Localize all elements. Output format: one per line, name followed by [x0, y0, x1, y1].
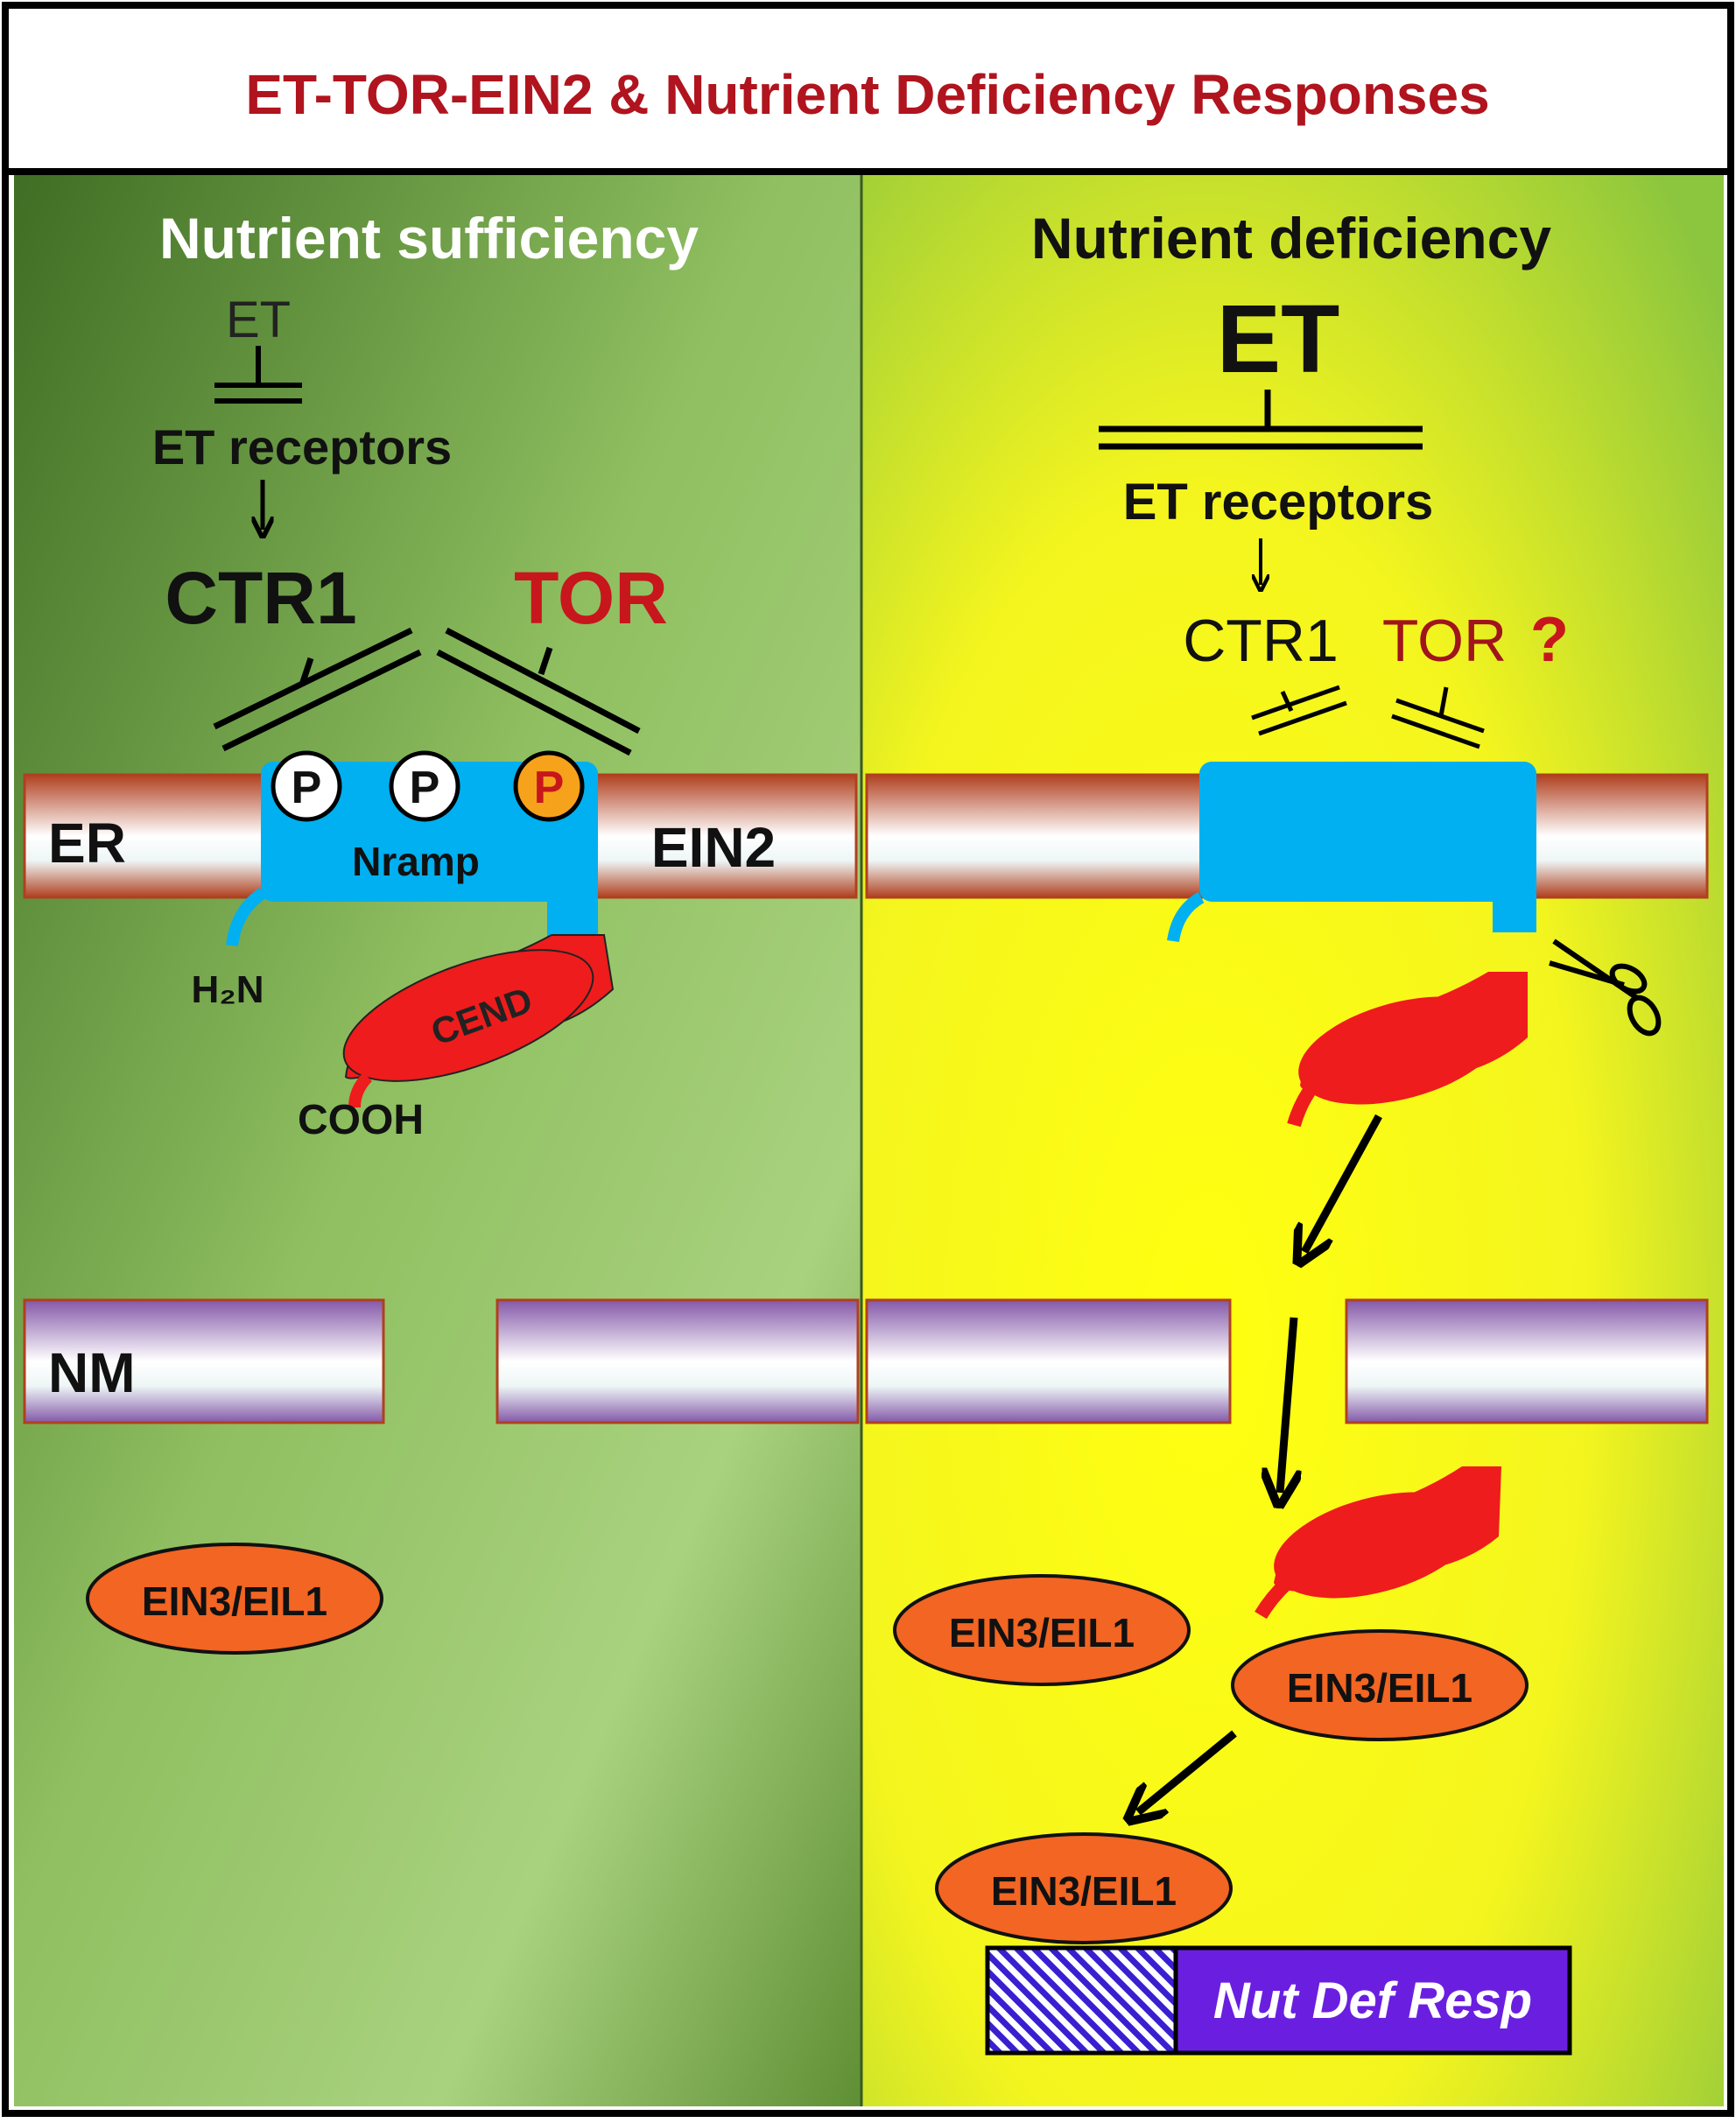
- right-question-mark: ?: [1530, 605, 1569, 675]
- scissors-icon: [1549, 938, 1662, 1037]
- diagram-title: ET-TOR-EIN2 & Nutrient Deficiency Respon…: [245, 63, 1489, 126]
- nut-def-resp-gene: Nut Def Resp: [985, 1945, 1572, 2056]
- svg-text:EIN3/EIL1: EIN3/EIL1: [142, 1578, 327, 1624]
- ctr1-inhibition-bar: [213, 627, 422, 752]
- cend-domain: [342, 934, 615, 1108]
- svg-text:P: P: [292, 763, 322, 813]
- left-ctr1: CTR1: [165, 557, 356, 639]
- svg-text:EIN3/EIL1: EIN3/EIL1: [949, 1610, 1135, 1656]
- ein2-label: EIN2: [651, 816, 776, 879]
- left-ein3-eil1: EIN3/EIL1: [86, 1543, 383, 1655]
- nut-def-resp-box: [1173, 1945, 1572, 2056]
- right-tor-inhibition: [1391, 686, 1485, 749]
- ein3-to-promoter-arrow: [1138, 1730, 1237, 1812]
- left-heading: Nutrient sufficiency: [159, 206, 699, 271]
- phospho-circle-3: P: [513, 750, 585, 822]
- left-et-label: ET: [226, 292, 291, 348]
- left-ein2-protein: [226, 762, 598, 947]
- svg-text:P: P: [410, 763, 440, 813]
- right-ctr1: CTR1: [1183, 608, 1339, 674]
- cooh-label: COOH: [298, 1097, 424, 1143]
- tor-inhibition-bar: [436, 627, 641, 756]
- phospho-circle-1: P: [271, 750, 342, 822]
- cend-translocation-arrow-1: [1304, 1114, 1382, 1252]
- right-ein3-eil1-2: EIN3/EIL1: [1231, 1629, 1529, 1741]
- right-ctr1-inhibition: [1251, 685, 1347, 736]
- right-nm-segment-1: [865, 1298, 1232, 1424]
- nm-label: NM: [48, 1341, 136, 1404]
- h2n-label: H₂N: [191, 968, 264, 1011]
- right-ein2-protein: [1167, 762, 1536, 943]
- right-ein3-eil1-1: EIN3/EIL1: [893, 1574, 1191, 1686]
- er-label: ER: [48, 812, 126, 875]
- left-panel-background: [14, 175, 861, 2106]
- svg-text:EIN3/EIL1: EIN3/EIL1: [991, 1868, 1177, 1914]
- left-et-receptors: ET receptors: [152, 419, 452, 475]
- cleaved-cend-2: [1255, 1466, 1501, 1620]
- right-et-inhibition: [1099, 390, 1423, 450]
- right-ein3-eil1-3: EIN3/EIL1: [935, 1832, 1233, 1944]
- left-et-inhibition: [214, 346, 302, 404]
- right-tor: TOR: [1382, 608, 1507, 674]
- svg-text:EIN3/EIL1: EIN3/EIL1: [1287, 1665, 1472, 1711]
- cend-translocation-arrow-2: [1280, 1317, 1294, 1493]
- phospho-circle-2: P: [389, 750, 460, 822]
- left-tor: TOR: [514, 557, 668, 639]
- left-nm-segment-1: [23, 1298, 385, 1424]
- left-nm-segment-2: [495, 1298, 860, 1424]
- cleaved-cend-1: [1287, 972, 1528, 1128]
- svg-text:P: P: [534, 763, 565, 813]
- right-et-receptors: ET receptors: [1123, 474, 1434, 531]
- right-heading: Nutrient deficiency: [1031, 206, 1551, 271]
- right-nm-segment-2: [1345, 1298, 1709, 1424]
- right-panel-background: [861, 175, 1724, 2106]
- nramp-label: Nramp: [352, 839, 480, 884]
- svg-text:Nut Def Resp: Nut Def Resp: [1213, 1972, 1532, 2029]
- promoter-hatched-box: [985, 1945, 1178, 2056]
- right-et-label: ET: [1217, 285, 1340, 393]
